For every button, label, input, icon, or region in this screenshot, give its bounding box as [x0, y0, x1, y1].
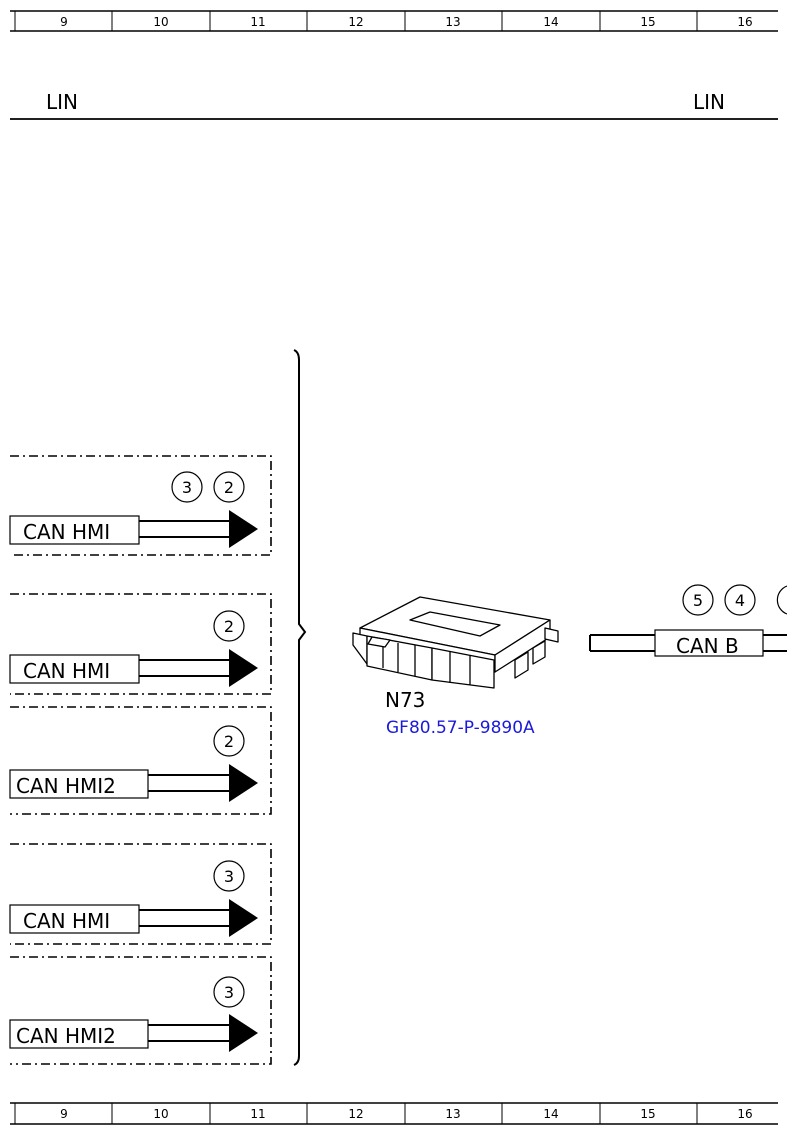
connection-2: CAN HMI 2	[9, 593, 272, 695]
ruler-bottom-col-11: 11	[250, 1107, 265, 1121]
ruler-bottom-col-10: 10	[153, 1107, 168, 1121]
marker-circle-partial	[776, 585, 787, 615]
ruler-bottom-col-14: 14	[543, 1107, 558, 1121]
arrow-right-icon	[229, 764, 258, 802]
arrow-right-icon	[229, 510, 258, 548]
marker-circle	[213, 860, 245, 892]
ruler-top-col-16: 16	[737, 15, 752, 29]
marker-number: 3	[224, 867, 234, 886]
marker-number: 3	[182, 478, 192, 497]
marker-number: 2	[224, 732, 234, 751]
ruler-top-col-12: 12	[348, 15, 363, 29]
ruler-bottom-col-13: 13	[445, 1107, 460, 1121]
ruler-bottom-col-16: 16	[737, 1107, 752, 1121]
marker-circle	[682, 584, 714, 616]
component-reference-link[interactable]: GF80.57-P-9890A	[386, 718, 535, 738]
signal-label-can-hmi: CAN HMI	[23, 520, 110, 544]
marker-number: 5	[693, 591, 703, 610]
ruler-bottom-col-9: 9	[60, 1107, 68, 1121]
marker-circle	[213, 976, 245, 1008]
ruler-top-col-13: 13	[445, 15, 460, 29]
marker-circle	[213, 471, 245, 503]
marker-circle	[724, 584, 756, 616]
component-id: N73	[385, 688, 425, 712]
arrow-right-icon	[229, 899, 258, 937]
can-b-connection: CAN B 5 4	[589, 584, 787, 658]
arrow-right-icon	[229, 649, 258, 687]
marker-circle	[213, 610, 245, 642]
grouping-brace	[293, 349, 307, 1066]
signal-label-can-hmi: CAN HMI	[23, 909, 110, 933]
lin-label-right: LIN	[693, 90, 725, 114]
top-ruler: 9 10 11 12 13 14 15 16	[10, 10, 778, 32]
marker-number: 2	[224, 617, 234, 636]
signal-label-can-hmi2: CAN HMI2	[16, 774, 116, 798]
lin-label-left: LIN	[46, 90, 78, 114]
ruler-top-col-15: 15	[640, 15, 655, 29]
marker-number: 4	[735, 591, 745, 610]
marker-circle	[171, 471, 203, 503]
ruler-top-col-14: 14	[543, 15, 558, 29]
marker-number: 3	[224, 983, 234, 1002]
signal-label-can-b: CAN B	[676, 634, 739, 658]
lin-bus: LIN LIN	[10, 90, 778, 120]
ruler-bottom-col-15: 15	[640, 1107, 655, 1121]
connection-4: CAN HMI 3	[9, 843, 272, 945]
control-unit-icon	[352, 596, 559, 689]
connection-5: CAN HMI2 3	[9, 956, 272, 1065]
marker-number: 2	[224, 478, 234, 497]
ruler-top-col-10: 10	[153, 15, 168, 29]
ruler-top-col-11: 11	[250, 15, 265, 29]
connection-3: CAN HMI2 2	[9, 706, 272, 815]
marker-circle	[213, 725, 245, 757]
ruler-bottom-col-12: 12	[348, 1107, 363, 1121]
arrow-right-icon	[229, 1014, 258, 1052]
bottom-ruler: 9 10 11 12 13 14 15 16	[10, 1102, 778, 1125]
ruler-top-col-9: 9	[60, 15, 68, 29]
connection-1: CAN HMI 3 2	[9, 455, 272, 556]
signal-label-can-hmi: CAN HMI	[23, 659, 110, 683]
signal-label-can-hmi2: CAN HMI2	[16, 1024, 116, 1048]
